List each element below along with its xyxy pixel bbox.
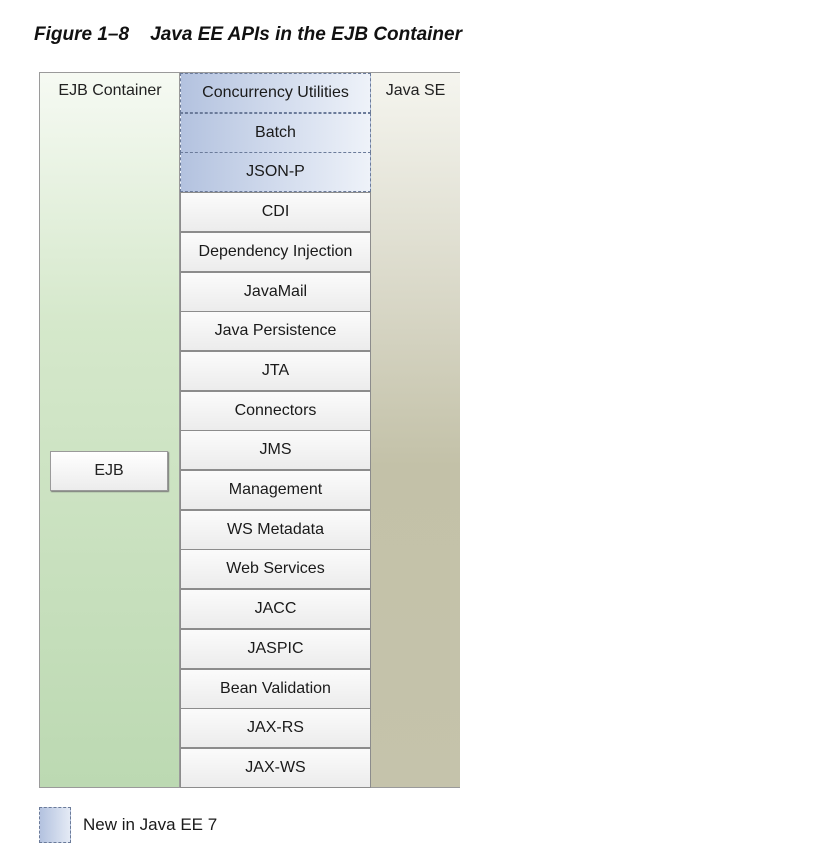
api-box-jms: JMS <box>180 430 371 471</box>
java-se-label: Java SE <box>385 82 446 99</box>
api-box-jaspic: JASPIC <box>180 628 371 669</box>
legend-new-label: New in Java EE 7 <box>83 815 218 834</box>
api-box-concurrency-utilities: Concurrency Utilities <box>180 73 371 113</box>
api-box-java-persistence: Java Persistence <box>180 311 371 352</box>
api-box-bean-validation: Bean Validation <box>180 668 371 709</box>
api-box-dependency-injection: Dependency Injection <box>180 231 371 272</box>
api-box-batch: Batch <box>180 112 371 153</box>
api-box-web-services: Web Services <box>180 549 371 590</box>
ejb-component-box: EJB <box>50 451 168 491</box>
ejb-container-label: EJB Container <box>58 82 162 99</box>
api-box-connectors: Connectors <box>180 390 371 431</box>
legend-new-swatch <box>39 807 71 843</box>
api-box-javamail: JavaMail <box>180 271 371 312</box>
java-se-panel: Java SE <box>371 73 460 787</box>
api-box-json-p: JSON-P <box>180 152 371 193</box>
api-box-jta: JTA <box>180 350 371 391</box>
figure-title: Figure 1–8 Java EE APIs in the EJB Conta… <box>34 24 462 45</box>
ejb-container-panel: EJB Container EJB <box>40 73 180 787</box>
api-box-management: Management <box>180 470 371 510</box>
api-box-jacc: JACC <box>180 589 371 630</box>
api-box-jax-rs: JAX-RS <box>180 708 371 749</box>
api-box-ws-metadata: WS Metadata <box>180 509 371 550</box>
api-box-cdi: CDI <box>180 192 371 233</box>
api-box-jax-ws: JAX-WS <box>180 747 371 788</box>
